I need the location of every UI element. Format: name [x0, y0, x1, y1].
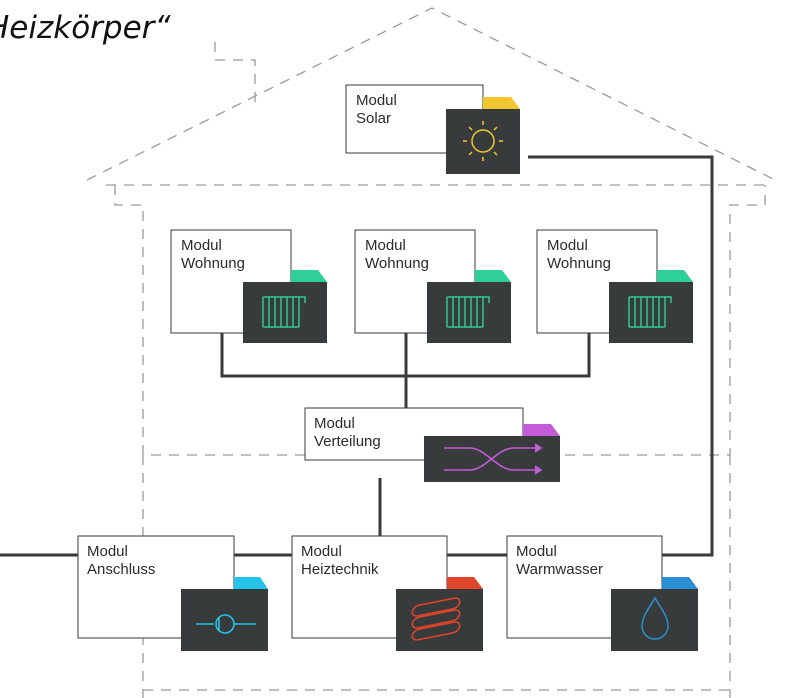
module-solar-line2: Solar [356, 110, 391, 127]
house-outline [86, 7, 776, 698]
module-wohnung-2[interactable]: Modul Wohnung [354, 229, 511, 343]
sun-icon [463, 121, 503, 161]
module-wohnung-1[interactable]: Modul Wohnung [170, 229, 327, 343]
module-wohnung-2-tab [475, 270, 511, 282]
module-solar[interactable]: Modul Solar [345, 84, 520, 174]
module-verteilung-line2: Verteilung [314, 433, 381, 450]
diagram-title: Heizkörper“ [0, 10, 171, 46]
module-verteilung-tab [523, 424, 560, 436]
module-warmwasser[interactable]: Modul Warmwasser [506, 535, 698, 651]
module-solar-tab [483, 97, 520, 109]
water-drop-icon [641, 596, 669, 640]
module-wohnung-3-tab [657, 270, 693, 282]
module-verteilung[interactable]: Modul Verteilung [304, 407, 560, 482]
module-wohnung-3-line1: Modul [547, 237, 588, 254]
radiator-icon [628, 296, 672, 328]
module-verteilung-line1: Modul [314, 415, 355, 432]
module-warmwasser-line2: Warmwasser [516, 561, 603, 578]
module-wohnung-1-tab [291, 270, 327, 282]
module-anschluss[interactable]: Modul Anschluss [77, 535, 268, 651]
module-anschluss-tab [234, 577, 268, 589]
module-wohnung-3-line2: Wohnung [547, 255, 611, 272]
module-wohnung-3[interactable]: Modul Wohnung [536, 229, 693, 343]
module-anschluss-line1: Modul [87, 543, 128, 560]
module-warmwasser-line1: Modul [516, 543, 557, 560]
flame-layers-icon [411, 597, 461, 641]
radiator-icon [446, 296, 490, 328]
module-solar-line1: Modul [356, 92, 397, 109]
pipe-network [0, 155, 714, 557]
module-wohnung-1-line1: Modul [181, 237, 222, 254]
module-warmwasser-tab [662, 577, 698, 589]
radiator-icon [262, 296, 306, 328]
crossing-arrows-icon [444, 443, 543, 475]
module-heiztechnik-line1: Modul [301, 543, 342, 560]
module-heiztechnik[interactable]: Modul Heiztechnik [291, 535, 483, 651]
module-wohnung-2-line2: Wohnung [365, 255, 429, 272]
module-wohnung-2-line1: Modul [365, 237, 406, 254]
module-wohnung-1-line2: Wohnung [181, 255, 245, 272]
module-anschluss-line2: Anschluss [87, 561, 155, 578]
module-heiztechnik-line2: Heiztechnik [301, 561, 379, 578]
pipe-connection-icon [196, 614, 256, 634]
module-heiztechnik-tab [447, 577, 483, 589]
